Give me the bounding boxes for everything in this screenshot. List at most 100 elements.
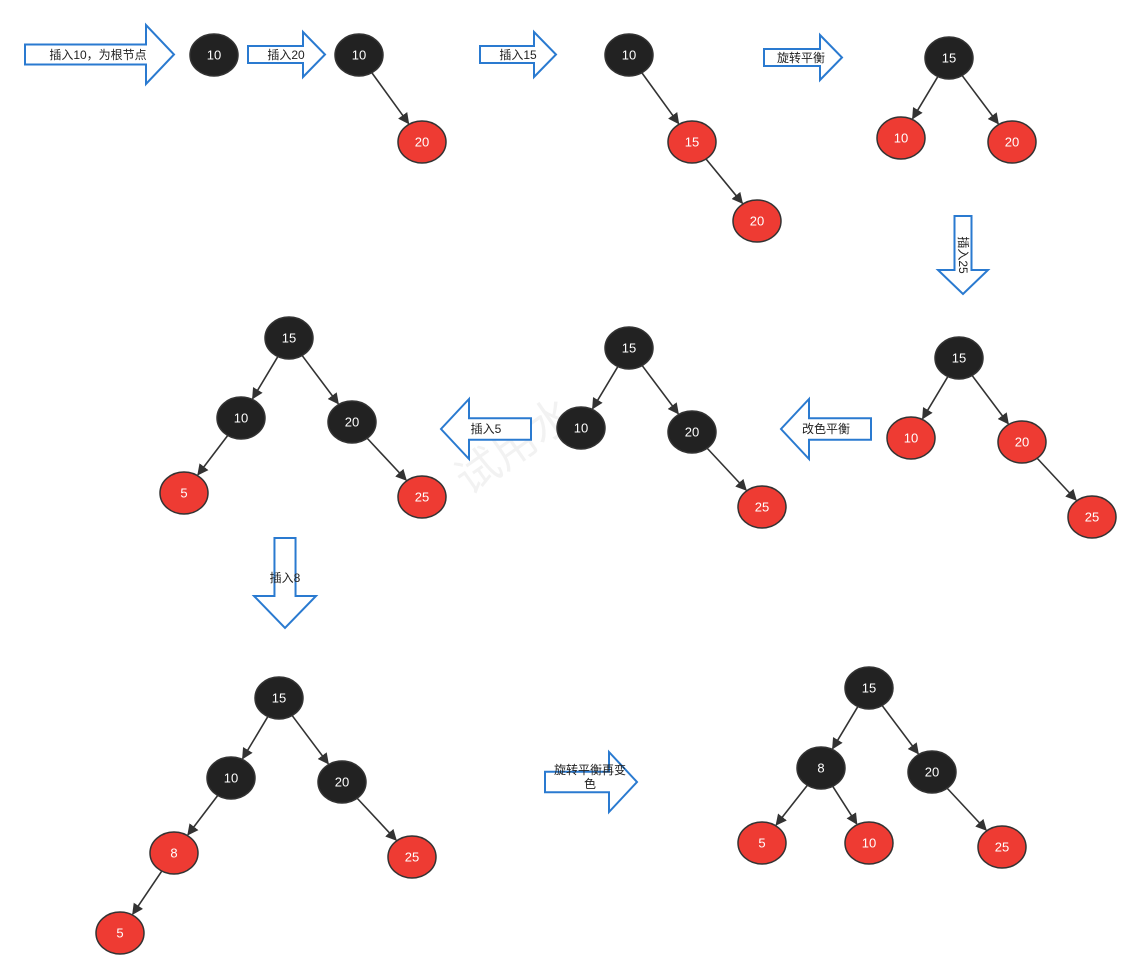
tree-6-node-15-label: 15 (622, 341, 636, 356)
tree-9-edge-15-20 (881, 705, 919, 755)
tree-7-edge-10-5 (197, 435, 229, 476)
arrow-insert-15-label: 插入15 (499, 48, 537, 62)
tree-1-node-10-label: 10 (207, 48, 221, 63)
tree-9-node-20-label: 20 (925, 765, 939, 780)
tree-5-node-25-circle (1067, 495, 1117, 539)
tree-3-node-10-label: 10 (622, 48, 636, 63)
tree-6-node-20: 20 (667, 410, 717, 454)
tree-8-node-10-circle (206, 756, 256, 800)
tree-6-node-25-label: 25 (755, 500, 769, 515)
tree-7-node-25: 25 (397, 475, 447, 519)
tree-3-node-20-circle (732, 199, 782, 243)
tree-5-node-15-circle (934, 336, 984, 380)
arrow-insert-15: 插入15 (479, 29, 558, 80)
tree-2-node-10-label: 10 (352, 48, 366, 63)
nodes-layer: 10 10 20 10 15 20 15 10 20 15 10 20 25 15 10 20 25 15 10 20… (95, 33, 1117, 955)
tree-5-node-25: 25 (1067, 495, 1117, 539)
tree-5-edge-15-20 (971, 375, 1009, 425)
tree-5-node-10-label: 10 (904, 431, 918, 446)
tree-9-node-20-circle (907, 750, 957, 794)
tree-9-node-25-circle (977, 825, 1027, 869)
arrow-insert-10: 插入10，为根节点 (24, 22, 176, 87)
tree-8-node-25-circle (387, 835, 437, 879)
tree-9-node-15-label: 15 (862, 681, 876, 696)
tree-4-node-15-label: 15 (942, 51, 956, 66)
tree-8-node-8-label: 8 (170, 846, 177, 861)
tree-5-node-20-label: 20 (1015, 435, 1029, 450)
tree-4-node-20-circle (987, 120, 1037, 164)
tree-2-edge-10-20 (371, 72, 410, 125)
tree-2-node-20-label: 20 (415, 135, 429, 150)
tree-4-node-10-circle (876, 116, 926, 160)
tree-8-node-25-label: 25 (405, 850, 419, 865)
tree-3-node-15-label: 15 (685, 135, 699, 150)
tree-4-edge-15-20 (961, 75, 999, 125)
tree-4-node-10: 10 (876, 116, 926, 160)
tree-9-node-8: 8 (796, 746, 846, 790)
arrow-insert-10-label: 插入10，为根节点 (49, 48, 146, 62)
tree-3-edge-15-20 (705, 158, 744, 205)
tree-3-node-20: 20 (732, 199, 782, 243)
tree-7-node-20: 20 (327, 400, 377, 444)
tree-6-node-25-circle (737, 485, 787, 529)
tree-4-edge-15-10 (911, 76, 939, 120)
tree-7-node-20-circle (327, 400, 377, 444)
tree-7-node-25-label: 25 (415, 490, 429, 505)
tree-6-node-10-label: 10 (574, 421, 588, 436)
tree-5-node-15: 15 (934, 336, 984, 380)
tree-8-edge-15-20 (291, 715, 329, 765)
tree-9-node-20: 20 (907, 750, 957, 794)
tree-7-node-10-circle (216, 396, 266, 440)
tree-6-node-10-circle (556, 406, 606, 450)
tree-8-edge-10-8 (187, 795, 219, 836)
tree-5-node-15-label: 15 (952, 351, 966, 366)
tree-8-node-20: 20 (317, 760, 367, 804)
arrow-insert-5: 插入5 (439, 396, 532, 462)
arrow-insert-15-shape (479, 29, 558, 80)
tree-2-node-20: 20 (397, 120, 447, 164)
tree-8-node-15-label: 15 (272, 691, 286, 706)
tree-6-node-15-circle (604, 326, 654, 370)
tree-7-node-5: 5 (159, 471, 209, 515)
tree-8-node-15-circle (254, 676, 304, 720)
tree-1-node-10: 10 (189, 33, 239, 77)
tree-9-node-15: 15 (844, 666, 894, 710)
arrow-insert-25: 插入25 (935, 215, 991, 296)
tree-4-node-20: 20 (987, 120, 1037, 164)
tree-2-node-10: 10 (334, 33, 384, 77)
arrow-rotate-recolor-label: 色 (584, 777, 596, 791)
tree-7-node-15: 15 (264, 316, 314, 360)
tree-8-node-5-label: 5 (116, 926, 123, 941)
tree-9-edge-15-8 (831, 706, 859, 750)
tree-6-edge-15-20 (641, 365, 679, 415)
tree-8-edge-15-10 (241, 716, 269, 760)
arrow-insert-8-shape (251, 537, 319, 630)
tree-6-node-15: 15 (604, 326, 654, 370)
arrow-insert-20: 插入20 (247, 29, 327, 80)
arrow-recolor-balance: 改色平衡 (779, 396, 872, 462)
arrow-rotate-recolor-label: 旋转平衡再变 (554, 762, 626, 777)
tree-7-edge-15-20 (301, 355, 339, 405)
tree-9-node-5-circle (737, 821, 787, 865)
tree-2-node-10-circle (334, 33, 384, 77)
arrow-rotate-balance: 旋转平衡 (763, 32, 844, 83)
tree-7-node-10: 10 (216, 396, 266, 440)
tree-8-node-10: 10 (206, 756, 256, 800)
tree-9-node-5-label: 5 (758, 836, 765, 851)
tree-6-edge-20-25 (706, 447, 747, 491)
tree-5-node-20: 20 (997, 420, 1047, 464)
arrow-insert-8: 插入8 (251, 537, 319, 630)
tree-6-edge-15-10 (591, 366, 619, 410)
tree-5-node-25-label: 25 (1085, 510, 1099, 525)
tree-5-node-10: 10 (886, 416, 936, 460)
tree-3-node-10: 10 (604, 33, 654, 77)
tree-6-node-25: 25 (737, 485, 787, 529)
arrow-insert-5-shape (439, 396, 532, 462)
tree-2-node-20-circle (397, 120, 447, 164)
tree-5-edge-15-10 (921, 376, 949, 420)
tree-4-node-10-label: 10 (894, 131, 908, 146)
